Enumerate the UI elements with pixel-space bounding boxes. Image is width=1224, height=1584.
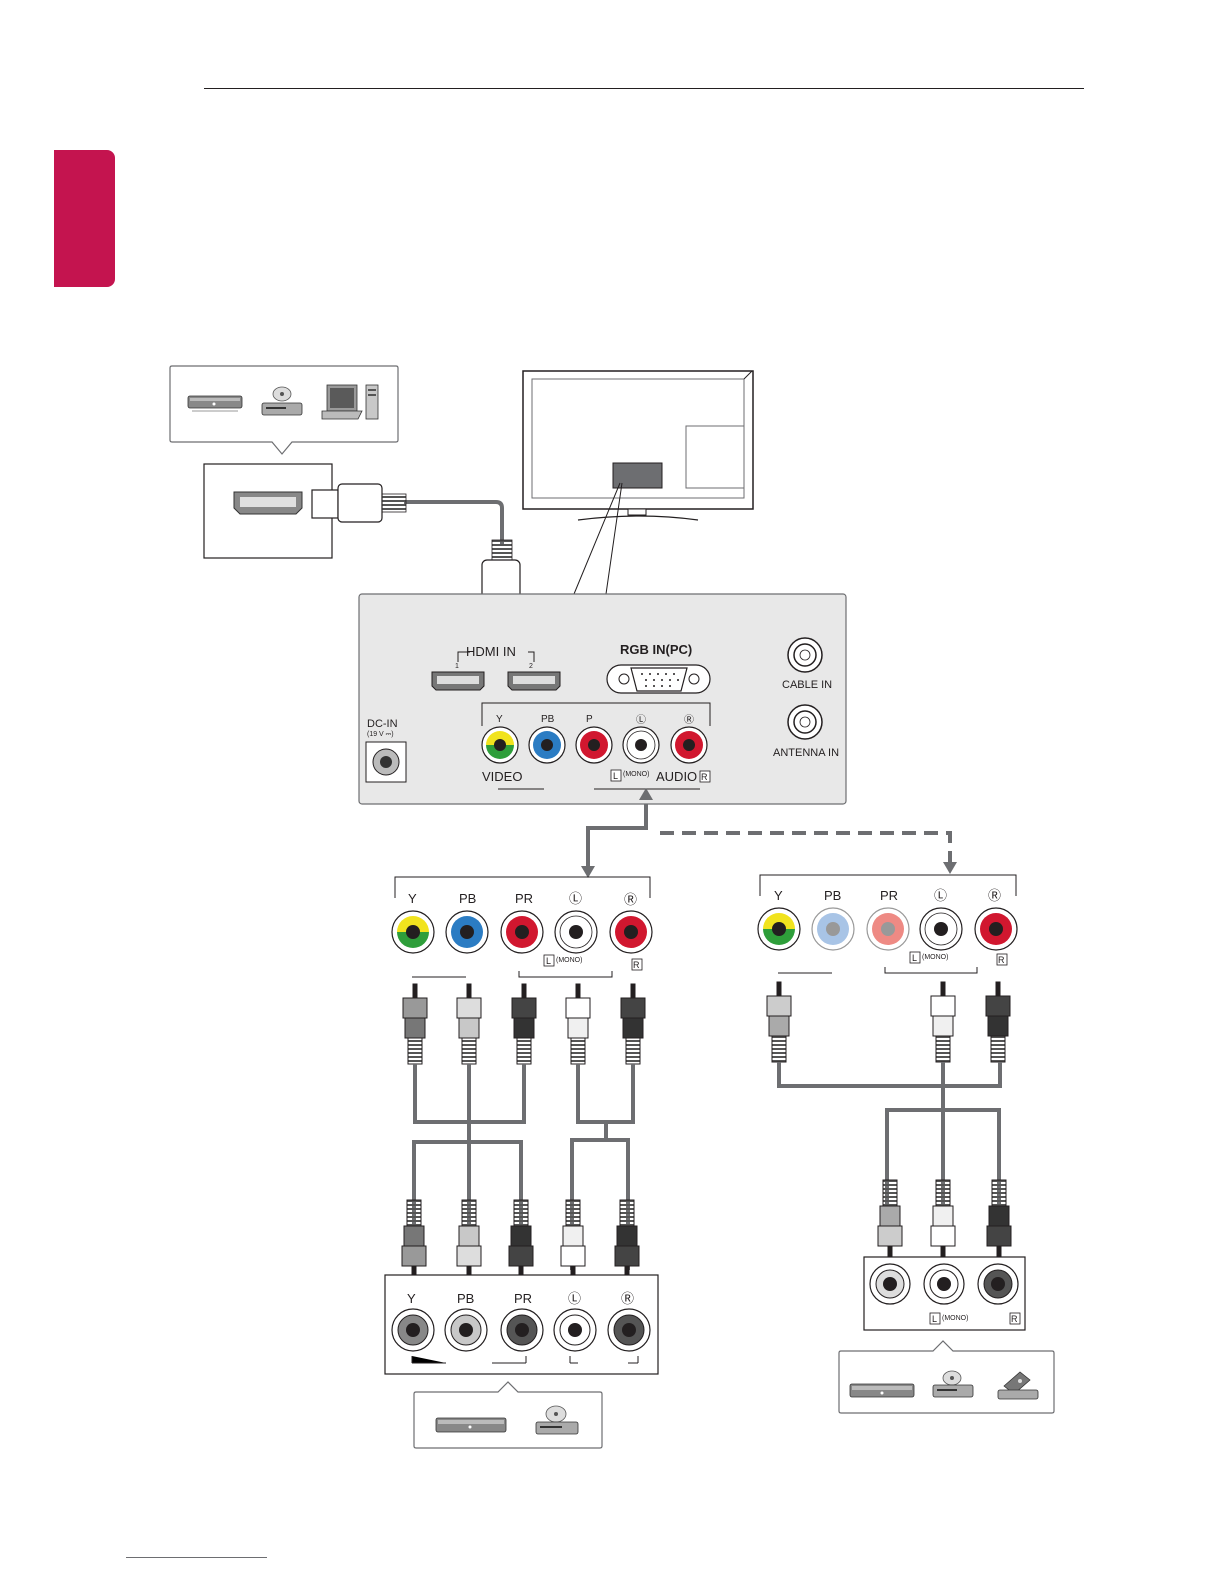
- left-jack-strip: Y PB PR Ⓛ Ⓡ L (MONO) R: [392, 877, 652, 977]
- pc-tower-icon: [366, 385, 378, 419]
- left-jack-r-small-label: R: [633, 960, 640, 970]
- panel-mono-label: (MONO): [623, 771, 649, 778]
- rca-plug-audio-r-bottom: [987, 1180, 1011, 1260]
- left-jack-l-label: Ⓛ: [569, 891, 582, 906]
- right-device-l-mono-letter: L: [932, 1314, 937, 1324]
- rca-plug-r-top: [621, 984, 645, 1064]
- rca-plug-video-top: [767, 982, 791, 1062]
- set-top-box-icon: [436, 1418, 506, 1432]
- right-cable-plugs-top: [767, 982, 1010, 1062]
- left-cable-plugs-bottom: [402, 1200, 639, 1280]
- rgb-in-label: RGB IN(PC): [620, 642, 692, 657]
- panel-jack-l-label: Ⓛ: [636, 714, 646, 726]
- panel-audio-l-label: L: [613, 771, 618, 781]
- rca-plug-pr-top: [512, 984, 536, 1064]
- right-jack-l-label: Ⓛ: [934, 888, 947, 903]
- rca-plug-pb-top: [457, 984, 481, 1064]
- right-jack-strip: Y PB PR Ⓛ Ⓡ L (MONO) R: [758, 875, 1017, 973]
- right-jack-l-mono-letter: L: [912, 953, 917, 963]
- right-device-jack-box: L (MONO) R: [864, 1257, 1025, 1330]
- left-device-jack-box: Y PB PR Ⓛ Ⓡ: [385, 1275, 658, 1374]
- left-jack-l-mono-letter: L: [546, 956, 551, 966]
- right-jack-pr-label: PR: [880, 888, 898, 903]
- right-jack-r-small-label: R: [998, 955, 1005, 965]
- rca-plug-audio-l-top: [931, 982, 955, 1062]
- right-cable-plugs-bottom: [878, 1180, 1011, 1260]
- rca-plug-pr-bottom: [509, 1200, 533, 1280]
- left-device-y-label: Y: [407, 1291, 416, 1306]
- right-jack-mono-label: (MONO): [922, 954, 948, 961]
- left-jack-y-label: Y: [408, 891, 417, 906]
- rca-plug-y-bottom: [402, 1200, 426, 1280]
- dc-in-voltage: (19 V ⎓): [367, 731, 394, 738]
- antenna-in-label: ANTENNA IN: [773, 747, 839, 759]
- rca-plug-l-top: [566, 984, 590, 1064]
- right-jack-y-label: Y: [774, 888, 783, 903]
- left-device-r-label: Ⓡ: [621, 1291, 634, 1306]
- panel-video-label: VIDEO: [482, 769, 522, 784]
- right-device-r-small-label: R: [1011, 1314, 1018, 1324]
- rca-plug-r-bottom: [615, 1200, 639, 1280]
- vcr-icon: [850, 1384, 914, 1397]
- cable-in-label: CABLE IN: [782, 679, 832, 691]
- hdmi-port-1-label: 1: [455, 663, 459, 670]
- component-devices-callout: [414, 1382, 602, 1448]
- left-device-pb-label: PB: [457, 1291, 474, 1306]
- left-jack-pr-label: PR: [515, 891, 533, 906]
- left-jack-r-label: Ⓡ: [624, 892, 637, 907]
- hdmi-port-2-label: 2: [529, 663, 533, 670]
- left-jack-pb-label: PB: [459, 891, 476, 906]
- rca-plug-video-bottom: [878, 1180, 902, 1260]
- left-device-pr-label: PR: [514, 1291, 532, 1306]
- rca-plug-y-top: [403, 984, 427, 1064]
- right-device-mono-label: (MONO): [942, 1315, 968, 1322]
- left-device-l-label: Ⓛ: [568, 1291, 581, 1306]
- rca-plug-audio-l-bottom: [931, 1180, 955, 1260]
- tv-back-panel: [359, 594, 846, 804]
- dc-in-label: DC-IN: [367, 718, 398, 730]
- panel-audio-label: AUDIO: [656, 769, 697, 784]
- rca-plug-audio-r-top: [986, 982, 1010, 1062]
- panel-jack-pb-label: PB: [541, 714, 555, 725]
- right-jack-r-label: Ⓡ: [988, 888, 1001, 903]
- right-jack-pb-label: PB: [824, 888, 841, 903]
- panel-jack-pr-label: P: [586, 714, 593, 725]
- tv-illustration: [523, 371, 753, 520]
- panel-jack-r-label: Ⓡ: [684, 714, 694, 726]
- hdmi-in-label: HDMI IN: [466, 644, 516, 659]
- panel-jack-y-label: Y: [496, 714, 503, 725]
- laptop-icon: [322, 385, 362, 419]
- rca-plug-pb-bottom: [457, 1200, 481, 1280]
- panel-audio-r-label: R: [701, 772, 708, 782]
- left-jack-mono-label: (MONO): [556, 957, 582, 964]
- rca-plug-l-bottom: [561, 1200, 585, 1280]
- left-cable-plugs-top: [403, 984, 645, 1064]
